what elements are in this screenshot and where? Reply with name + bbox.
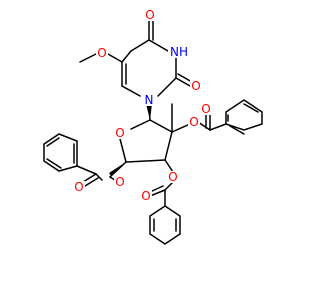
atom-nh: NH — [170, 45, 188, 59]
bond-c4-n3 — [148, 39, 169, 52]
atom-o-ring: O — [115, 126, 124, 140]
wedge-c4p — [109, 162, 126, 176]
phenyl-ring-c5 — [43, 133, 78, 172]
bond-o-me — [79, 53, 97, 63]
bond-o-carbonyl5 — [95, 173, 103, 181]
bond-c2-n1 — [157, 77, 177, 97]
atom-o-ester-c5: O — [115, 175, 124, 189]
bond-c2-o-double — [177, 73, 193, 83]
phenyl2-double-2 — [243, 103, 259, 113]
phenyl2-double-1 — [229, 125, 245, 135]
bond-c2p-c3p — [164, 131, 173, 161]
bond-c4p-c5p — [109, 161, 127, 178]
bond-c3p-o — [164, 159, 174, 173]
atom-o-c2: O — [191, 79, 200, 93]
bond-c1p-c2p — [149, 119, 173, 133]
bond-o4p-c4p — [118, 134, 127, 163]
bond-c5-ome — [107, 53, 123, 63]
bond-carbonyl3-o-double — [149, 185, 164, 193]
bond-c4-c5 — [130, 39, 150, 52]
bond-c2-o — [175, 77, 191, 87]
atom-o-carbonyl-c2: O — [201, 102, 210, 116]
stereo-wedges — [109, 104, 152, 176]
atom-labels: O NH O N O O O O O O O O — [73, 8, 212, 203]
phenyl5-double-2 — [46, 137, 60, 147]
phenyl-ring-c2 — [225, 99, 263, 131]
bond-carbonyl5-ph — [76, 165, 97, 175]
atom-o-ester-c2: O — [189, 115, 198, 129]
bond-carbonyl5-o-double — [84, 177, 99, 187]
wedge-c1p — [146, 104, 152, 120]
bond-c4p-c3p — [125, 159, 166, 163]
atom-o-c4: O — [145, 8, 154, 22]
atom-n1: N — [145, 93, 154, 107]
bond-carbonyl2-ph — [209, 123, 227, 131]
bond-carbonyl3-o — [149, 189, 166, 197]
bond-network — [43, 19, 263, 245]
phenyl-ring-c3 — [149, 205, 181, 245]
atom-o-carbonyl-c3: O — [141, 189, 150, 203]
atom-o-ester-c3: O — [168, 170, 177, 184]
bond-c1p-o4p — [130, 119, 151, 130]
bond-o-carbonyl3 — [164, 181, 174, 191]
atom-o-carbonyl-c5: O — [74, 180, 83, 194]
bond-carbonyl5-o — [82, 173, 97, 183]
bond-c2p-o — [171, 123, 191, 133]
atom-o-methoxy: O — [97, 46, 106, 60]
phenyl5-double-1 — [46, 158, 62, 169]
chemical-structure: O NH O N O O O O O O O O — [43, 8, 263, 245]
bond-n1-c6 — [121, 85, 141, 97]
bond-c5-c4b — [121, 50, 132, 63]
